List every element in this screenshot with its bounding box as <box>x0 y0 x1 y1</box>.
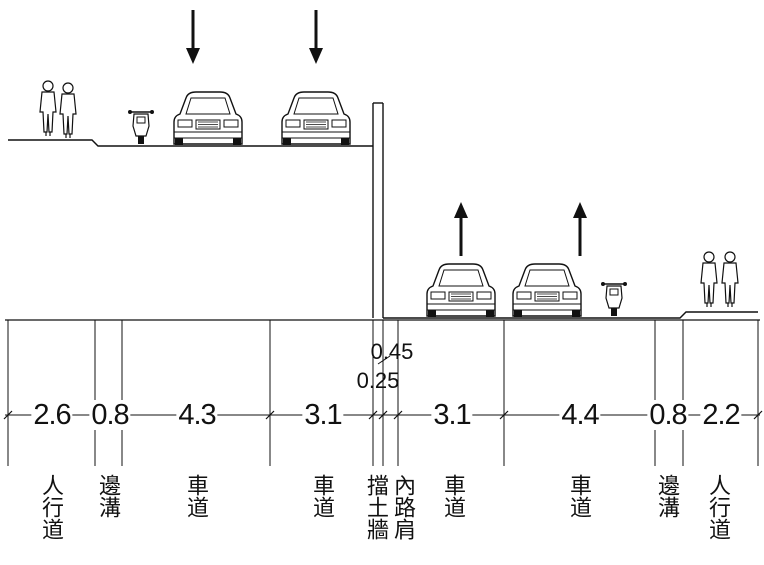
direction-arrow-icon <box>307 8 325 66</box>
label-inner-shoulder: 內路肩 <box>390 474 415 540</box>
car-icon <box>426 263 496 318</box>
width-ditch-right: 0.8 <box>647 399 689 431</box>
label-sidewalk-left: 人行道 <box>38 474 63 540</box>
pedestrian-icon <box>39 80 57 137</box>
width-sidewalk-left: 2.6 <box>31 399 73 431</box>
label-lane-upper-outer: 車道 <box>183 474 208 518</box>
pedestrian-icon <box>700 251 718 308</box>
direction-arrow-icon <box>184 8 202 66</box>
pedestrian-icon <box>59 82 77 139</box>
extension-lines <box>7 320 759 466</box>
car-icon <box>173 91 243 146</box>
small-dim-leader <box>377 355 391 365</box>
direction-arrow-icon <box>452 200 470 258</box>
width-lane-upper-outer: 4.3 <box>176 399 218 431</box>
width-lane-lower-inner: 3.1 <box>431 399 473 431</box>
label-ditch-left: 邊溝 <box>95 474 120 518</box>
label-lane-lower-inner: 車道 <box>440 474 465 518</box>
label-retaining-wall: 擋土牆 <box>363 474 388 540</box>
scooter-icon <box>600 281 628 317</box>
label-lane-upper-inner: 車道 <box>309 474 334 518</box>
width-sidewalk-right: 2.2 <box>700 399 742 431</box>
label-sidewalk-right: 人行道 <box>705 474 730 540</box>
width-lane-upper-inner: 3.1 <box>302 399 344 431</box>
scooter-icon <box>127 109 155 145</box>
car-icon <box>512 263 582 318</box>
upper-road-profile <box>8 139 373 147</box>
lower-road-profile <box>383 311 758 319</box>
label-ditch-right: 邊溝 <box>654 474 679 518</box>
direction-arrow-icon <box>571 200 589 258</box>
car-icon <box>281 91 351 146</box>
width-inner-shoulder: 0.45 <box>370 339 414 364</box>
label-lane-lower-outer: 車道 <box>566 474 591 518</box>
width-ditch-left: 0.8 <box>89 399 131 431</box>
retaining-wall <box>372 102 384 318</box>
pedestrian-icon <box>721 251 739 308</box>
width-retaining-wall: 0.25 <box>356 368 400 393</box>
width-lane-lower-outer: 4.4 <box>559 399 601 431</box>
